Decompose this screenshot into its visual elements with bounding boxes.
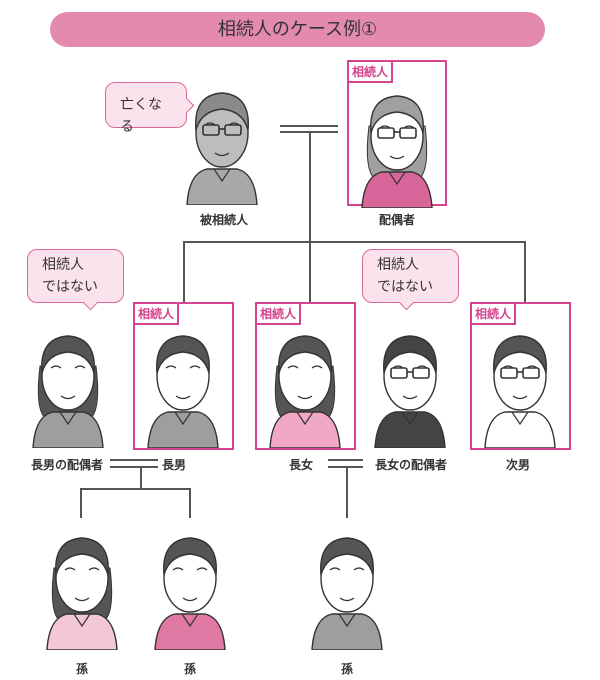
descent-line — [524, 241, 526, 302]
label-eldest-daughter: 長女 — [288, 458, 314, 472]
label-eldest-son-spouse: 長男の配偶者 — [30, 458, 104, 472]
descent-line — [140, 466, 142, 488]
descent-line — [189, 488, 191, 518]
speech-bubble-eldest-son-spouse: 相続人 ではない — [27, 249, 124, 311]
label-deceased: 被相続人 — [199, 213, 249, 227]
marriage-line — [110, 459, 158, 461]
person-eldest-son — [138, 318, 228, 449]
marriage-line — [280, 125, 338, 127]
bubble-text: 相続人 — [42, 257, 84, 273]
person-deceased — [177, 75, 267, 206]
speech-bubble-deceased: 亡くなる — [105, 82, 195, 135]
bubble-text: ではない — [42, 279, 98, 295]
label-eldest-daughter-spouse: 長女の配偶者 — [374, 458, 448, 472]
marriage-line — [328, 459, 363, 461]
person-eldest-daughter — [260, 318, 350, 449]
bubble-text: 相続人 — [377, 257, 419, 273]
grandchildren-line — [80, 488, 190, 490]
descent-line — [183, 241, 185, 302]
heir-tag: 相続人 — [257, 304, 302, 325]
descent-line — [80, 488, 82, 518]
heir-tag: 相続人 — [135, 304, 180, 325]
label-grandchild: 孫 — [340, 662, 354, 676]
person-grandchild — [302, 520, 392, 651]
descent-line — [309, 131, 311, 241]
person-second-son — [475, 318, 565, 449]
marriage-line — [328, 466, 363, 468]
descent-line — [346, 466, 348, 518]
person-grandchild — [145, 520, 235, 651]
heir-tag: 相続人 — [472, 304, 517, 325]
person-eldest-son-spouse — [23, 318, 113, 449]
heir-tag: 相続人 — [349, 62, 394, 83]
person-grandchild — [37, 520, 127, 651]
label-second-son: 次男 — [505, 458, 531, 472]
label-eldest-son: 長男 — [161, 458, 187, 472]
person-eldest-daughter-spouse — [365, 318, 455, 449]
diagram-title: 相続人のケース例① — [50, 12, 545, 47]
person-spouse — [352, 78, 442, 209]
bubble-text: 亡くなる — [120, 97, 162, 135]
label-grandchild: 孫 — [183, 662, 197, 676]
descent-line — [309, 241, 311, 302]
label-grandchild: 孫 — [75, 662, 89, 676]
marriage-line — [110, 466, 158, 468]
bubble-text: ではない — [377, 279, 433, 295]
speech-bubble-eldest-daughter-spouse: 相続人 ではない — [362, 249, 459, 311]
heir-box-eldest-son: 相続人 — [133, 302, 234, 450]
children-line — [183, 241, 525, 243]
label-spouse: 配偶者 — [378, 213, 416, 227]
